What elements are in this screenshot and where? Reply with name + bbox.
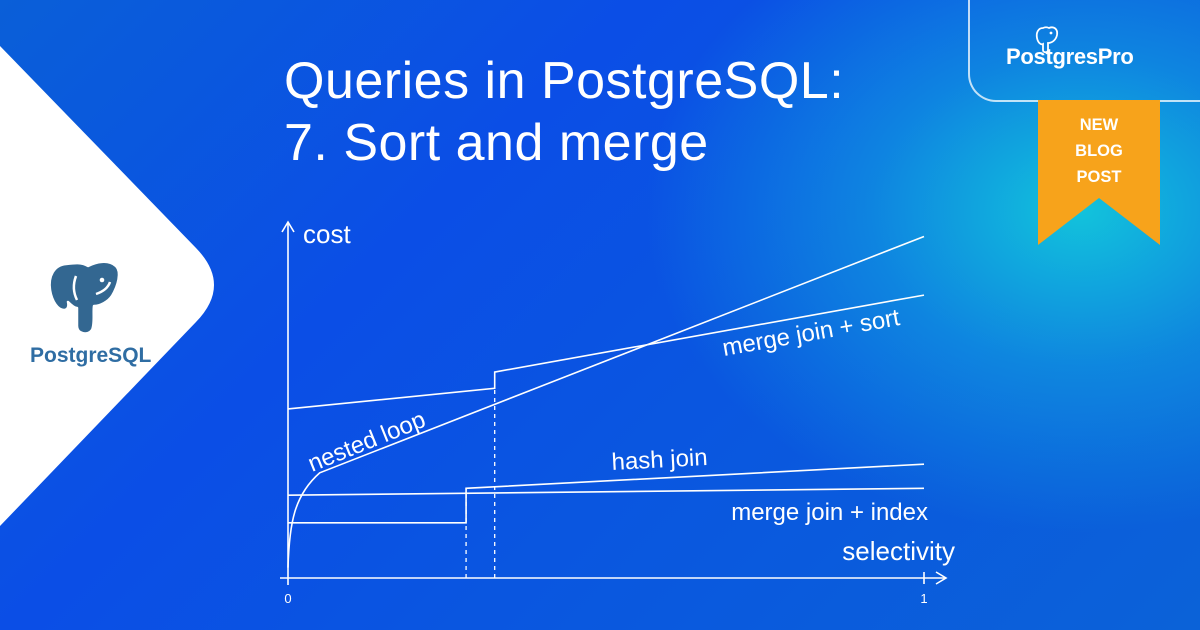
ribbon-line-3: POST (1076, 168, 1122, 186)
elephant-icon (48, 260, 121, 335)
x-tick-label-0: 0 (284, 591, 291, 606)
series-label-hash-join: hash join (611, 444, 708, 476)
series-line-merge-join-index (287, 487, 925, 496)
page-title: Queries in PostgreSQL: 7. Sort and merge (284, 50, 844, 174)
title-line-2: 7. Sort and merge (284, 114, 709, 172)
series-line-nested-loop (287, 235, 925, 568)
x-axis-label: selectivity (842, 536, 955, 566)
x-axis-arrow (935, 571, 948, 585)
elephant-outline-icon (1035, 26, 1059, 54)
ribbon-line-2: BLOG (1075, 142, 1123, 160)
series-label-merge-join-sort: merge join + sort (720, 304, 902, 362)
ribbon-text: NEW BLOG POST (1038, 112, 1160, 190)
title-line-1: Queries in PostgreSQL: (284, 52, 845, 110)
series-label-merge-join-index: merge join + index (731, 499, 928, 526)
new-post-ribbon (1038, 100, 1160, 245)
series-line-hash-join (288, 463, 925, 524)
y-axis-label: cost (303, 219, 351, 249)
y-axis-arrow (281, 220, 295, 233)
x-tick-label-1: 1 (920, 591, 927, 606)
series-line-merge-join-sort (287, 294, 925, 410)
postgresql-logo-label: PostgreSQL (30, 344, 152, 367)
ribbon-line-1: NEW (1079, 116, 1119, 134)
series-label-nested-loop: nested loop (304, 406, 429, 478)
postgrespro-brand-name: PostgresPro (1006, 44, 1134, 69)
